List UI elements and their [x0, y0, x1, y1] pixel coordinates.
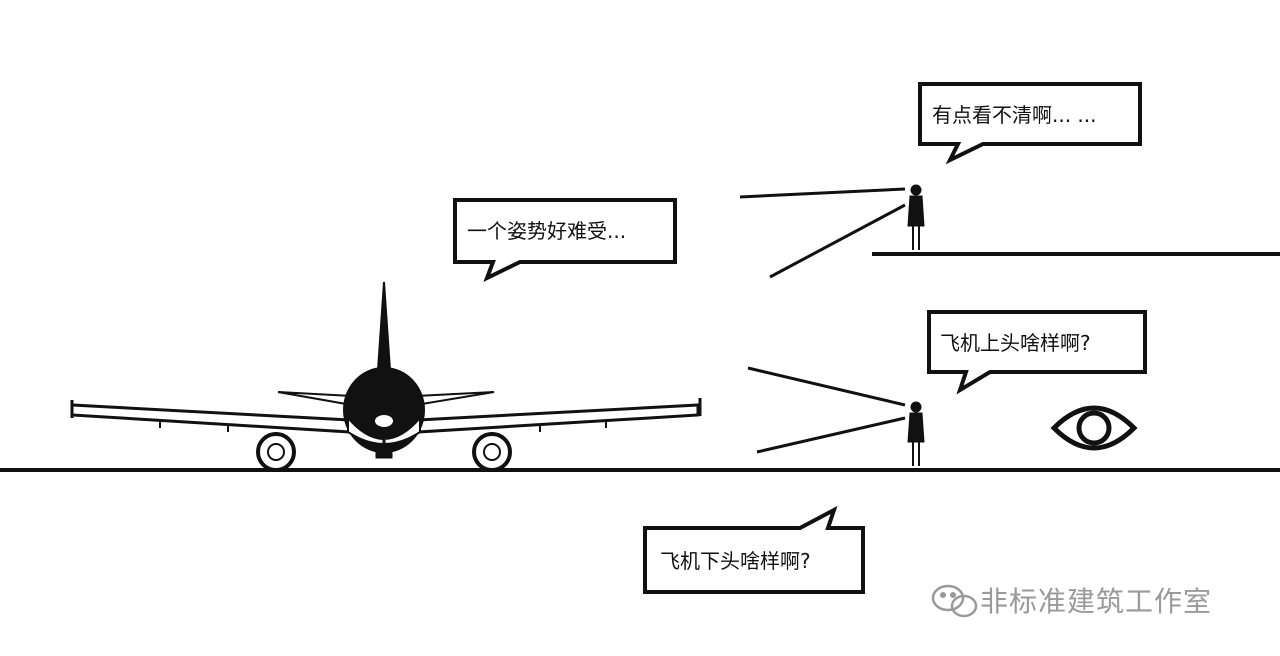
bubble-text-below: 飞机下头啥样啊?: [660, 549, 811, 573]
bubble-text-unclear: 有点看不清啊... ...: [932, 103, 1097, 127]
sight-line: [769, 203, 906, 279]
watermark-text: 非标准建筑工作室: [980, 585, 1213, 618]
observer-on-ground: [907, 401, 925, 466]
eye-icon: [1050, 405, 1138, 451]
bubble-text-above: 飞机上头啥样啊?: [940, 331, 1091, 355]
speech-bubble-above: [927, 310, 1147, 395]
wechat-icon: [931, 584, 978, 618]
sight-line: [747, 366, 906, 407]
watermark: 非标准建筑工作室: [928, 582, 1212, 618]
observer-on-ledge: [907, 184, 925, 250]
bubble-text-pose: 一个姿势好难受...: [467, 219, 627, 243]
airplane: [70, 281, 702, 472]
sight-line: [739, 187, 906, 199]
sight-line: [756, 416, 906, 454]
speech-bubble-below: [643, 505, 865, 594]
speech-bubble-pose: [453, 198, 677, 282]
speech-bubble-unclear: [918, 82, 1142, 165]
